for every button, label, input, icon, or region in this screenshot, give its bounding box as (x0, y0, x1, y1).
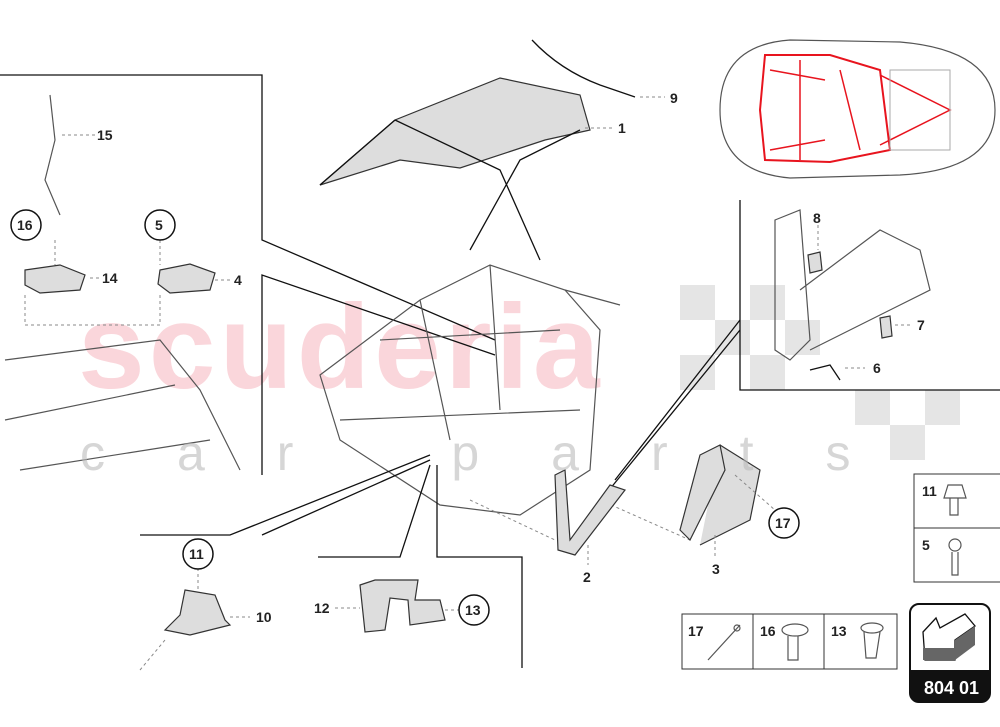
callout-13: 13 (465, 602, 481, 618)
bracket-10-panel (139, 454, 431, 671)
clip-icon (860, 622, 884, 659)
watermark: scuderia (78, 280, 960, 460)
fastener-box-right: 11 5 (913, 473, 1000, 583)
callout-9: 9 (670, 90, 678, 106)
page-reference-badge: 804 01 (909, 603, 991, 703)
car-top-view-highlight (719, 39, 996, 179)
arrow-icon (922, 613, 976, 661)
fastener-box-bottom: 17 16 13 (681, 613, 898, 670)
callout-6: 6 (873, 360, 881, 376)
bolt-icon (943, 484, 967, 516)
fastener-label-5: 5 (922, 537, 930, 553)
callout-14: 14 (102, 270, 118, 286)
callout-1: 1 (618, 120, 626, 136)
right-detail-panel (604, 200, 1000, 496)
callout-2: 2 (583, 569, 591, 585)
left-detail-panel (0, 74, 496, 475)
fastener-label-13: 13 (831, 623, 847, 639)
svg-text:scuderia: scuderia (78, 280, 604, 414)
callout-17: 17 (775, 515, 791, 531)
fastener-label-16: 16 (760, 623, 776, 639)
callout-3: 3 (712, 561, 720, 577)
callout-7: 7 (917, 317, 925, 333)
pillar-parts (554, 444, 776, 565)
roof-panel (319, 77, 615, 261)
callout-4: 4 (234, 272, 242, 288)
stud-icon (948, 538, 962, 576)
badge-number: 804 01 (924, 678, 979, 698)
callout-15: 15 (97, 127, 113, 143)
callout-8: 8 (813, 210, 821, 226)
callout-5: 5 (155, 217, 163, 233)
screw-icon (781, 623, 809, 661)
callout-11: 11 (189, 546, 204, 562)
body-shell (319, 264, 691, 541)
callout-12: 12 (314, 600, 330, 616)
callout-16: 16 (17, 217, 33, 233)
roof-seal (531, 39, 636, 98)
watermark-subtitle: car parts (80, 425, 923, 481)
fastener-label-11: 11 (922, 483, 937, 499)
fastener-label-17: 17 (688, 623, 704, 639)
callout-10: 10 (256, 609, 272, 625)
rivet-icon (707, 624, 741, 661)
bracket-12-panel (318, 464, 523, 668)
checkered-flag-watermark (680, 285, 960, 460)
